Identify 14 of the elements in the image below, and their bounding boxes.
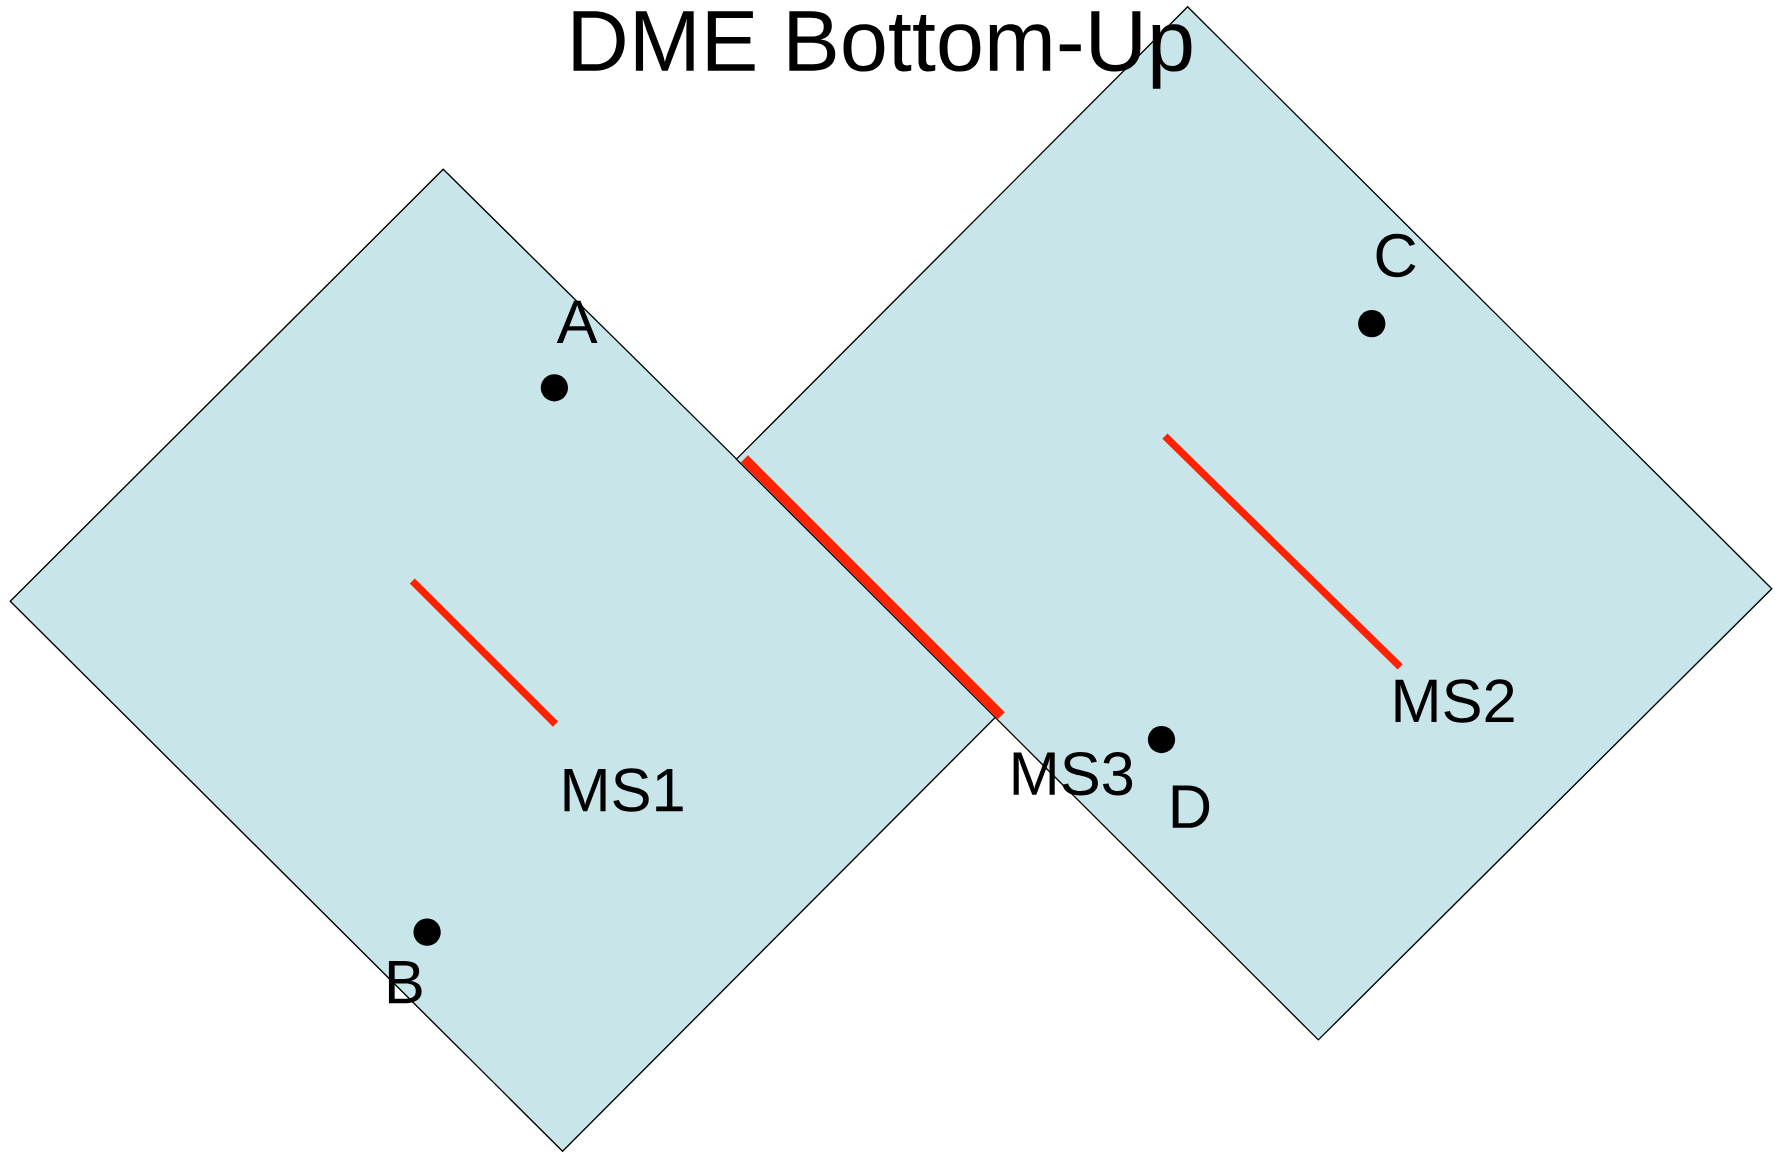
point-label: C [1376,234,1416,278]
segment-line [409,578,559,727]
tilted-square [9,168,998,1153]
segment-line [740,455,1005,720]
point-dot [1147,726,1176,754]
segment-label: MS2 [1395,679,1514,723]
point-dot [1358,310,1386,338]
segment-label: MS1 [564,768,683,813]
segment-line [1162,433,1403,670]
point-dot [540,374,568,402]
point-label: A [556,300,598,344]
point-dot [413,918,441,946]
point-label: D [1172,785,1210,828]
point-label: B [388,961,422,1004]
